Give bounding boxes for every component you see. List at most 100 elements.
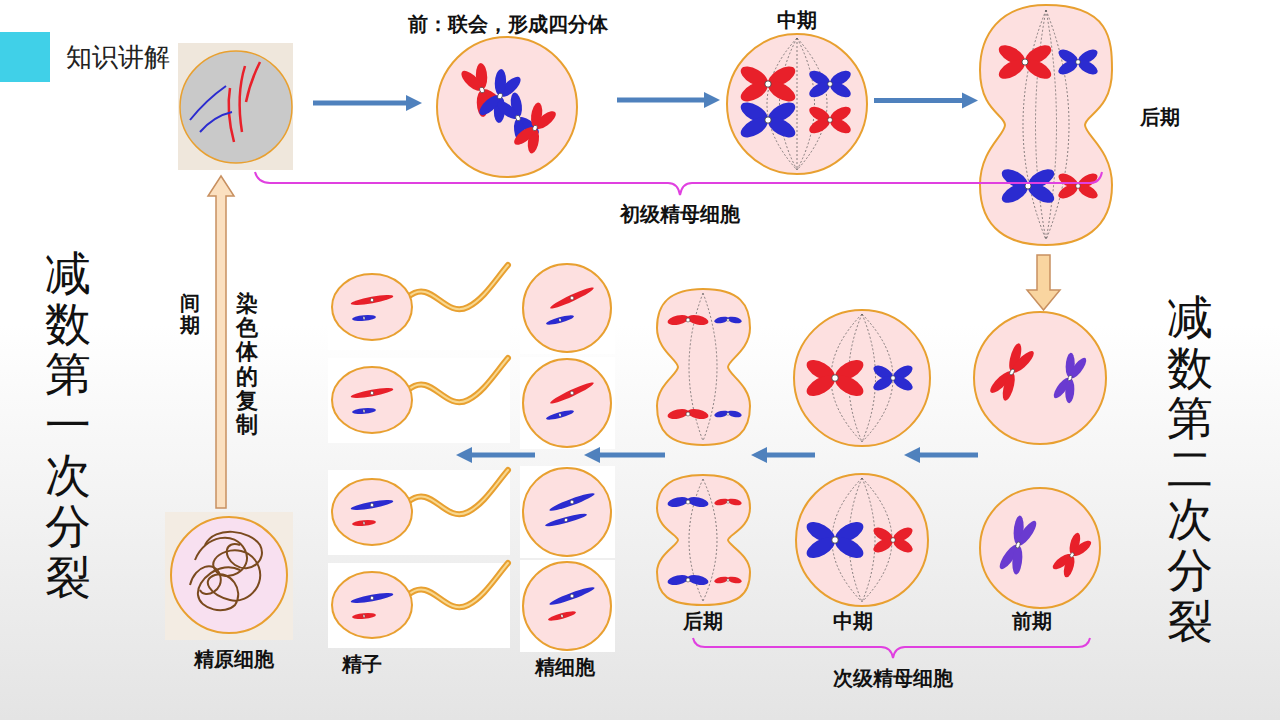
prophase-one-cell: [437, 37, 577, 177]
anaphase-one-cell: [1023, 10, 1069, 240]
spermatid-cell: [545, 313, 574, 326]
spermatid-cell: [545, 408, 574, 421]
anaphase-two-cell: [657, 475, 750, 605]
metaphase-two-cell: [803, 518, 866, 563]
arrow-head: [962, 93, 978, 109]
prophase-two-cell: [980, 488, 1100, 608]
sperm-cell: [350, 386, 394, 400]
sperm-cell: [332, 470, 508, 545]
metaphase-one-cell: [738, 63, 799, 106]
interphase-cell: [178, 43, 293, 170]
spermatogonium-cell: [165, 512, 293, 640]
anaphase-two-cell: [667, 495, 710, 508]
cell-stage: 前：联会，形成四分体: [400, 4, 615, 178]
metaphase-two-cell: [871, 363, 915, 394]
flow-arrow: [1027, 255, 1060, 310]
stage-label: 中期: [833, 609, 873, 633]
spermatogonium-cell: [171, 517, 287, 633]
prophase-two-cell: [985, 338, 1039, 406]
stage-label: 后期: [683, 609, 723, 633]
group-bracket: [255, 172, 1102, 195]
metaphase-one-cell: [797, 38, 827, 170]
anaphase-one-cell: [999, 165, 1058, 206]
flow-arrow: [208, 176, 234, 508]
prophase-one-cell: [509, 97, 561, 158]
metaphase-one-cell: [807, 68, 853, 101]
metaphase-two-cell: [794, 310, 930, 446]
metaphase-one-cell: [727, 34, 867, 174]
spermatid-cell: [520, 262, 615, 354]
sperm-cell: [332, 563, 508, 638]
sperm-cell: [328, 470, 510, 555]
interphase-cell: [229, 88, 234, 142]
flow-arrow: [470, 453, 535, 458]
flow-arrow: [874, 93, 978, 109]
group-bracket: [693, 638, 1090, 658]
spermatid-cell: [549, 285, 595, 311]
page-title: 知识讲解: [66, 42, 170, 73]
prophase-two-cell: [974, 312, 1106, 444]
anaphase-two-cell: [657, 475, 750, 605]
flow-arrow: [313, 95, 422, 111]
spermatid-cell: [520, 466, 615, 558]
metaphase-one-cell: [797, 38, 815, 170]
spermatid-cell: [523, 468, 611, 556]
spermatid-cell: [523, 562, 611, 650]
interphase-cell: [246, 62, 260, 102]
interphase-cell: [178, 43, 293, 170]
anaphase-one-cell: [980, 5, 1112, 245]
spermatogonium-cell: [190, 532, 262, 594]
sperm-cell: [352, 612, 376, 620]
flow-arrow: [584, 447, 600, 463]
prophase-two-cell: [980, 488, 1100, 608]
vertical-label: 减数第一次分裂: [45, 248, 91, 602]
stage-label: 次级精母细胞: [833, 666, 953, 690]
sperm-cell: [332, 265, 508, 340]
cell-stage: 中期: [722, 4, 872, 176]
sperm-cell: [328, 470, 510, 555]
interphase-cell: [200, 112, 232, 132]
anaphase-two-cell: [714, 498, 743, 507]
spermatid-cell: [523, 359, 611, 447]
anaphase-two-cell: [667, 573, 710, 586]
interphase-cell: [180, 51, 292, 163]
metaphase-two-cell: [803, 356, 866, 401]
prophase-two-cell: [1048, 528, 1096, 582]
sperm-cell: [328, 563, 510, 648]
flow-arrow: [406, 95, 422, 111]
metaphase-two-cell: [794, 310, 930, 446]
header-mark: [0, 32, 50, 82]
arrow-shaft: [617, 98, 706, 103]
vertical-label: 染色体的复制: [236, 292, 258, 437]
sperm-cell: [350, 591, 394, 605]
sperm-cell: [328, 358, 510, 443]
arrow-head: [704, 92, 720, 108]
sperm-cell: [352, 519, 376, 527]
prophase-two-cell: [1050, 349, 1091, 408]
metaphase-two-cell: [862, 314, 876, 442]
arrow-shaft: [874, 98, 964, 103]
anaphase-one-cell: [1046, 10, 1069, 240]
flow-arrow: [617, 92, 720, 108]
stage-label: 中期: [777, 8, 817, 32]
vertical-label: 减数第二次分裂: [1167, 292, 1213, 646]
anaphase-two-cell: [657, 289, 750, 445]
spermatid-cell: [520, 560, 615, 652]
spermatid-cell: [520, 262, 615, 354]
spermatid-cell: [548, 585, 595, 607]
stage-label: 精原细胞: [194, 647, 274, 671]
spermatid-cell: [520, 466, 615, 558]
metaphase-two-cell: [796, 474, 928, 606]
stage-label: 精细胞: [535, 655, 595, 679]
anaphase-one-cell: [1046, 10, 1057, 240]
sperm-cell: [328, 358, 510, 443]
anaphase-two-cell: [667, 407, 710, 420]
flow-arrow: [765, 453, 815, 458]
anaphase-two-cell: [703, 293, 717, 441]
flow-arrow: [918, 453, 978, 458]
spermatid-cell: [549, 380, 595, 406]
flow-arrow: [598, 453, 665, 458]
spermatid-cell: [523, 264, 611, 352]
